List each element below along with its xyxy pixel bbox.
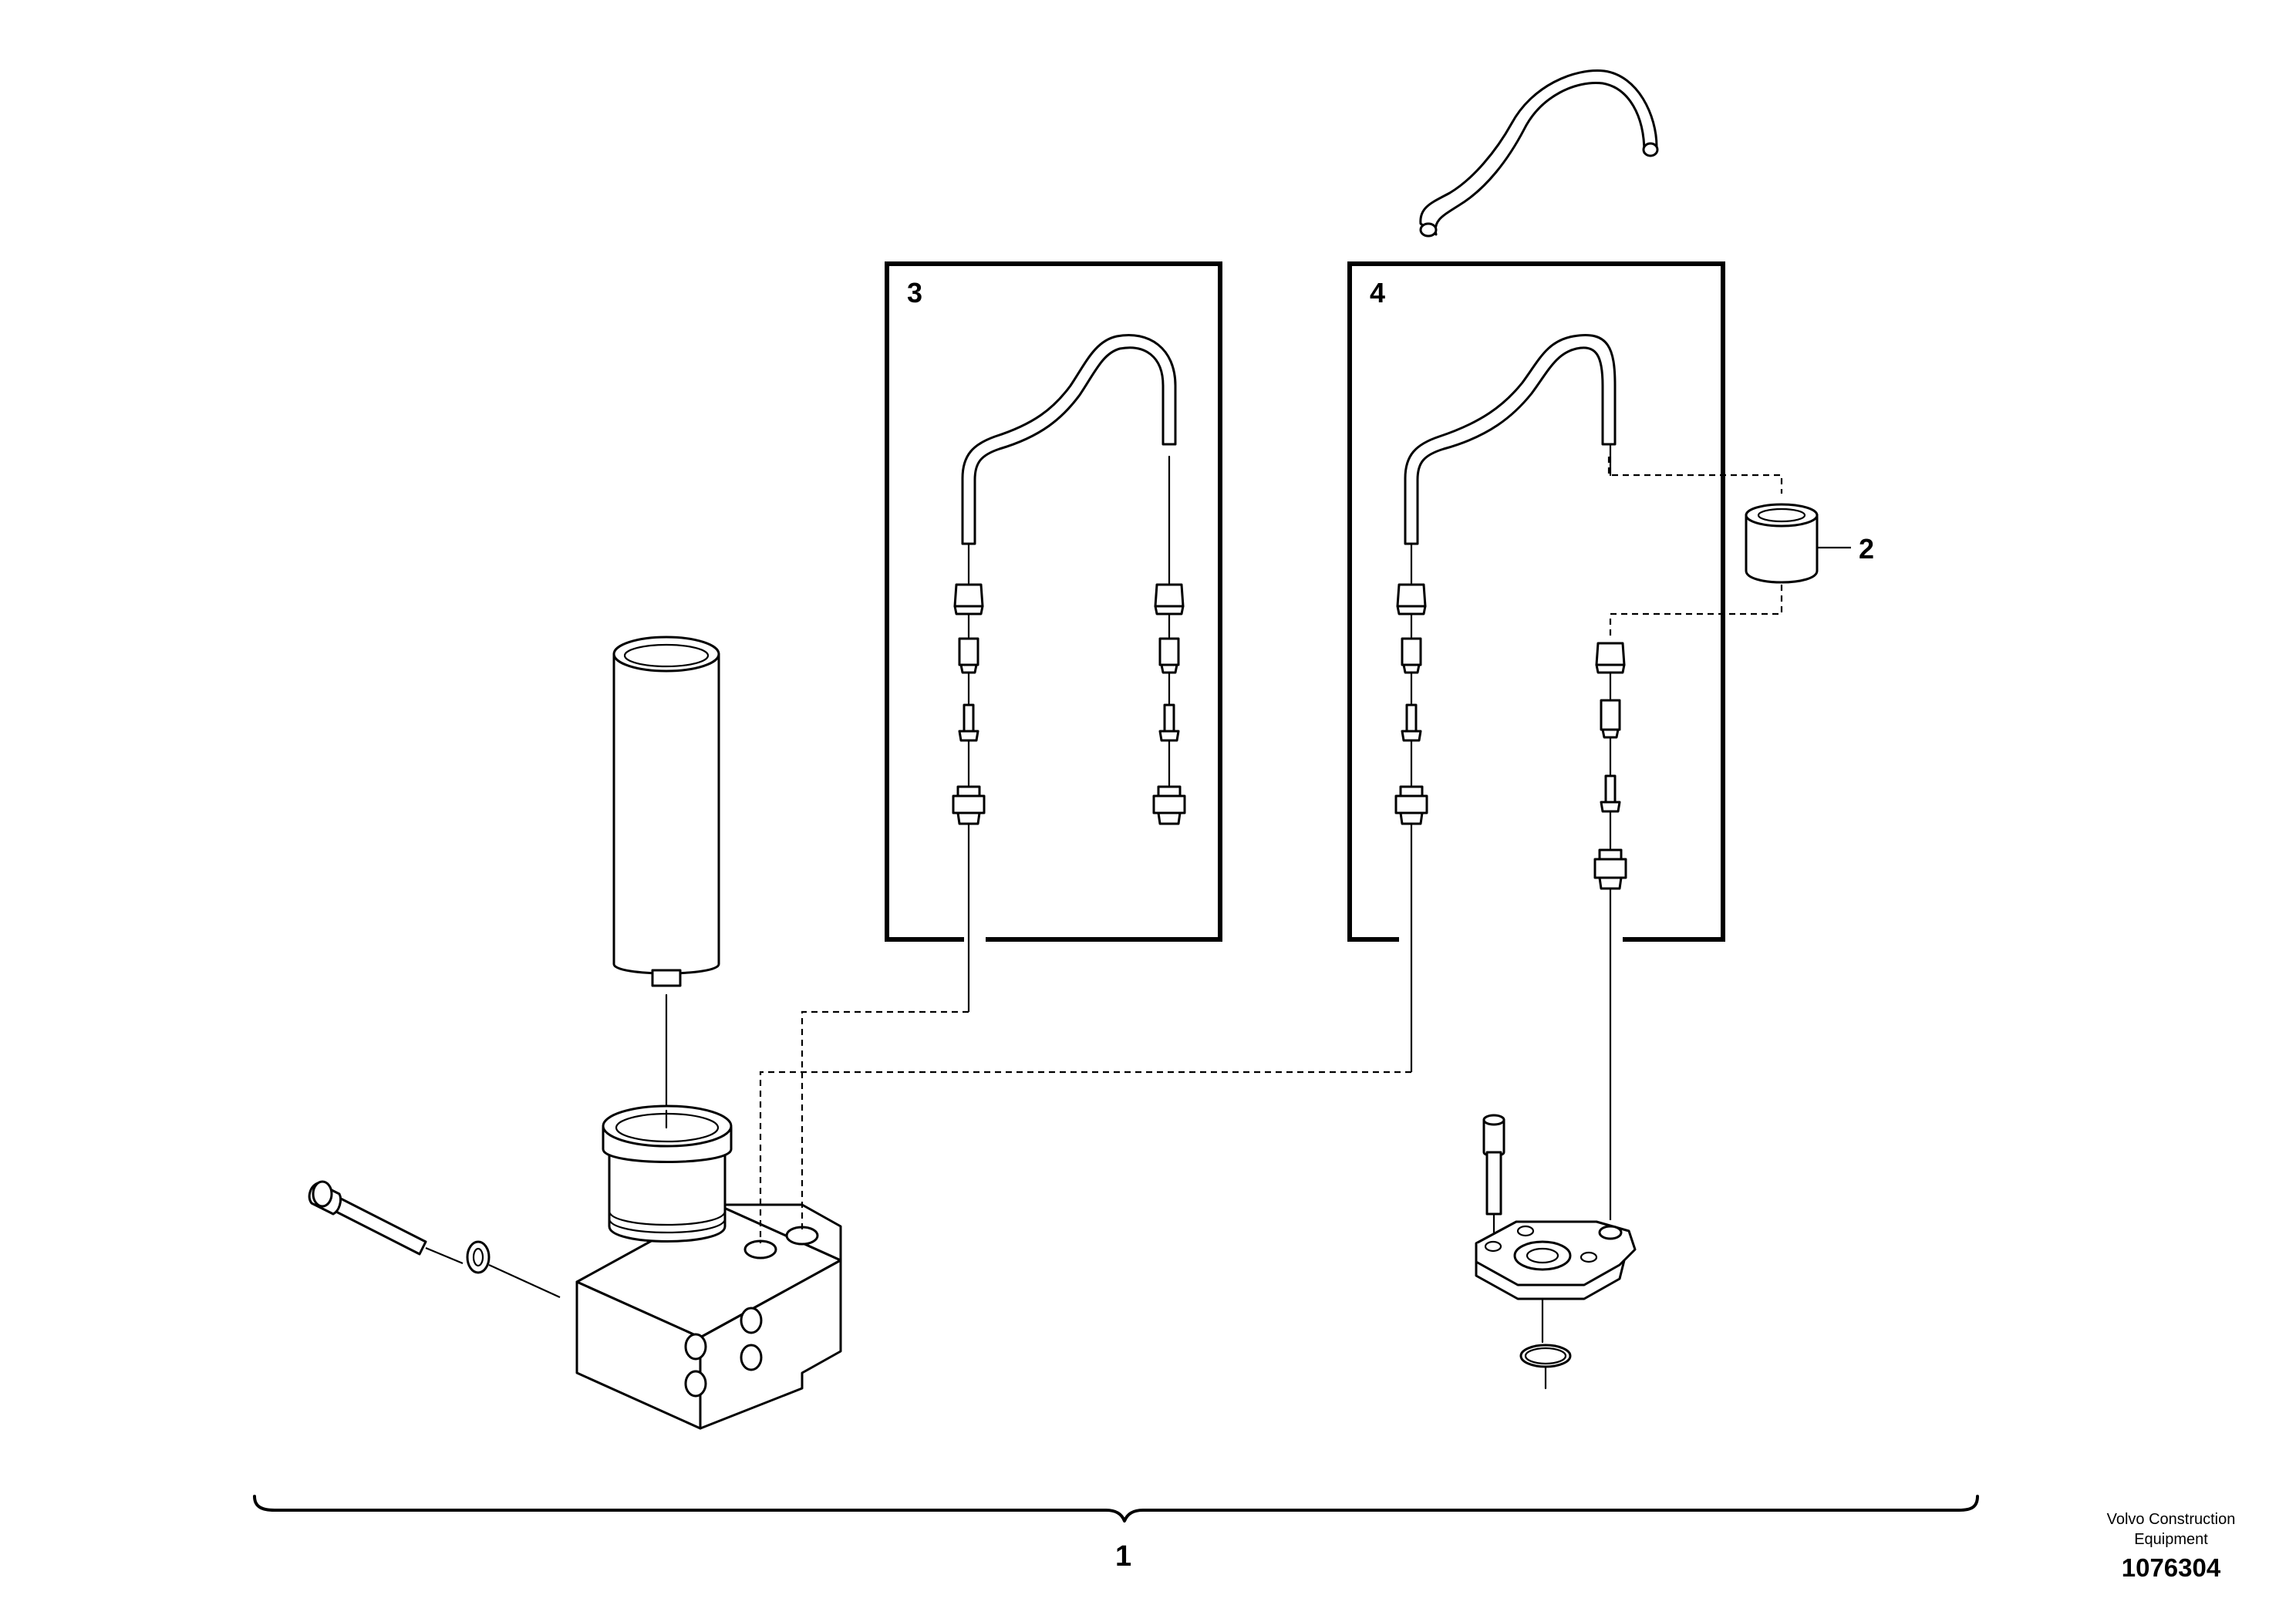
fitting-stack-left [952,542,986,825]
pipe-3 [961,334,1177,545]
callout-2: 2 [1859,533,1874,565]
callout-3: 3 [907,277,922,309]
bolt-and-washer [308,1180,561,1299]
manufacturer-block: Volvo Construction Equipment 1076304 [2107,1511,2236,1582]
assembly-bracket: 1 [253,1495,1979,1573]
loose-hose [1419,69,1659,238]
manufacturer-name: Volvo Construction [2107,1511,2236,1528]
adapter-coupling: 2 [1607,457,1874,640]
port-circle [684,1333,707,1361]
pipe-kit-3-box: 3 [885,261,1222,942]
fitting-stack-right [1152,455,1186,825]
fitting-stack-4-left [1394,542,1428,825]
drawing-number: 1076304 [2122,1553,2221,1582]
filter-canister [612,636,720,1112]
connection-lines [759,824,1413,1243]
pipe-4 [1404,334,1617,545]
flange-assembly [1475,889,1637,1390]
fitting-stack-4-right [1593,443,1627,890]
valve-block [575,1104,842,1430]
callout-1: 1 [1115,1540,1131,1573]
callout-4: 4 [1370,277,1385,309]
manufacturer-subname: Equipment [2134,1531,2208,1548]
pipe-kit-4-box: 4 [1347,261,1725,942]
